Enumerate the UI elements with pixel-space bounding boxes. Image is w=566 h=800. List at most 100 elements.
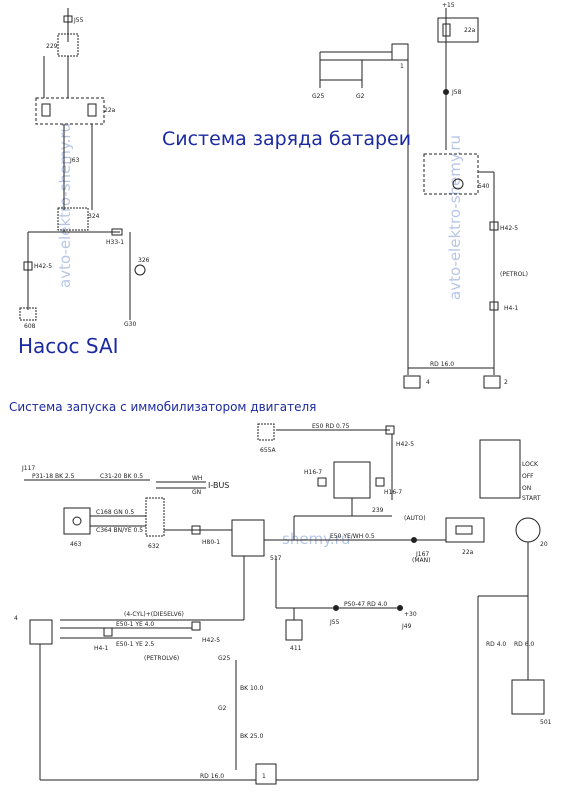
label-j58: J58	[451, 89, 462, 96]
fuse-22a-bottom-el	[455, 525, 473, 535]
label-1-top: 1	[400, 63, 404, 70]
label-g2-top: G2	[356, 93, 365, 100]
label-608: 608	[24, 323, 36, 330]
label-632: 632	[148, 543, 160, 550]
label-655a: 655A	[260, 447, 276, 454]
label-petrolv6: (PETROLV6)	[144, 655, 179, 662]
connector-h16-7-left	[317, 477, 327, 487]
connector-608	[19, 307, 37, 321]
component-2-top	[483, 375, 501, 389]
label-petrol-top: (PETROL)	[500, 271, 528, 278]
immobilizer-463-coil	[72, 516, 82, 526]
label-326: 326	[138, 257, 150, 264]
fuse-22a-bottom	[445, 517, 485, 543]
label-e50-rd: E50 RD 0.75	[312, 423, 350, 430]
label-lock: LOCK	[522, 461, 539, 468]
connector-h42-5-left	[23, 261, 33, 271]
label-rd16-top: RD 16.0	[430, 361, 454, 368]
label-off: OFF	[522, 473, 534, 480]
label-h33-1: H33-1	[106, 239, 124, 246]
label-2-top: 2	[504, 379, 508, 386]
label-plus15: +15	[442, 2, 455, 9]
label-4-bottom: 4	[14, 615, 18, 622]
label-wh: WH	[192, 475, 202, 482]
label-411: 411	[290, 645, 302, 652]
fusebox-22a-left	[35, 97, 105, 125]
connector-h33-1	[111, 228, 123, 236]
label-e50-1-ye25: E50-1 YE 2.5	[116, 641, 154, 648]
label-g25-bottom: G25	[218, 655, 230, 662]
connector-h42-5-left-bottom	[191, 621, 201, 631]
component-4-top	[403, 375, 421, 389]
label-22a-right: 22a	[464, 27, 476, 34]
title-start-immobilizer: Система запуска с иммобилизатором двигат…	[9, 400, 317, 414]
label-h42-5-bottom: H42-5	[396, 441, 414, 448]
label-j167: J167	[415, 551, 429, 558]
label-h4-1-bottom: H4-1	[94, 645, 108, 652]
label-bk25: BK 25.0	[240, 733, 264, 740]
label-20: 20	[540, 541, 548, 548]
label-on: ON	[522, 485, 531, 492]
label-rd16-bottom: RD 16.0	[200, 773, 224, 780]
ecm-632	[145, 497, 165, 537]
label-e50-ye: E50 YE/WH 0.5	[330, 533, 375, 540]
label-324: 324	[88, 213, 100, 220]
switch-table	[479, 439, 521, 499]
label-bk10: BK 10.0	[240, 685, 264, 692]
label-22a-bottom: 22a	[462, 549, 474, 556]
connector-h16-7-right	[375, 477, 385, 487]
label-c31-20: C31-20 BK 0.5	[100, 473, 143, 480]
component-1-top	[391, 43, 409, 61]
label-g30: G30	[124, 321, 136, 328]
fuse-a	[41, 103, 51, 117]
label-h42-5-left: H42-5	[34, 263, 52, 270]
label-1-bottom: 1	[262, 773, 266, 780]
module-655a	[257, 423, 275, 441]
connector-h42-5-right	[489, 221, 499, 231]
relay-239	[333, 461, 371, 499]
fuse-22a-element	[442, 23, 451, 37]
label-540: 540	[478, 183, 490, 190]
module-540	[423, 153, 479, 195]
relay-324	[57, 207, 89, 231]
label-man: (MAN)	[412, 557, 430, 564]
label-ibus: I-BUS	[208, 481, 229, 490]
label-463: 463	[70, 541, 82, 548]
junction-j49	[397, 605, 403, 611]
relay-411	[285, 619, 303, 641]
fuse-b	[87, 103, 97, 117]
module-501	[511, 679, 545, 715]
label-239: 239	[372, 507, 384, 514]
label-j117: J117	[21, 465, 35, 472]
title-charging-system: Система заряда батареи	[162, 128, 412, 150]
watermark-bottom: shemy.ru	[282, 530, 351, 548]
connector-h4-1-bottom	[103, 627, 113, 637]
label-501: 501	[540, 719, 552, 726]
label-517: 517	[270, 555, 282, 562]
label-h42-5-left-bottom: H42-5	[202, 637, 220, 644]
label-h80-1: H80-1	[202, 539, 220, 546]
label-rd40: RD 4.0	[486, 641, 506, 648]
battery-1-bottom	[255, 763, 277, 785]
label-e50-1-ye40: E50-1 YE 4.0	[116, 621, 154, 628]
title-sai-pump: Насос SAI	[18, 334, 119, 358]
label-4cyl-dieselv6: (4-CYL)+(DIESELV6)	[124, 611, 184, 618]
label-plus30: +30	[404, 611, 417, 618]
starter-4-bottom	[29, 619, 53, 645]
fuse-j55	[63, 15, 73, 23]
label-g25-top: G25	[312, 93, 324, 100]
label-22a-left: 22a	[104, 107, 116, 114]
junction-j58	[443, 89, 449, 95]
connector-h4-1-right	[489, 301, 499, 311]
label-h16-7-left: H16-7	[304, 469, 322, 476]
fuse-22a-right	[437, 17, 479, 43]
label-229: 229	[46, 43, 58, 50]
label-gn: GN	[192, 489, 201, 496]
label-start: START	[522, 495, 541, 502]
connector-h80-1	[191, 525, 201, 535]
label-p50-47: P50-47 RD 4.0	[344, 601, 387, 608]
immobilizer-463	[63, 507, 91, 535]
ignition-switch-20	[515, 517, 541, 543]
